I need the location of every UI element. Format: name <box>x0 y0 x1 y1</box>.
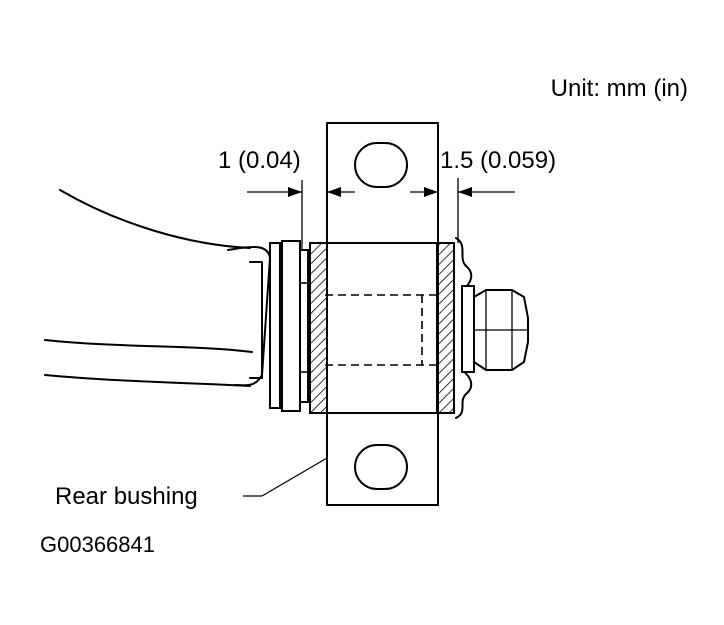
dimension-left <box>247 180 355 250</box>
rear-bushing <box>300 242 455 414</box>
left-washer <box>269 240 309 412</box>
unit-label: Unit: mm (in) <box>551 75 688 102</box>
dimension-left-label: 1 (0.04) <box>218 147 301 174</box>
dimension-right <box>410 178 515 243</box>
rear-bushing-label: Rear bushing <box>55 483 198 510</box>
callout-leader <box>243 457 328 497</box>
dimension-right-label: 1.5 (0.059) <box>440 147 556 174</box>
figure-code: G00366841 <box>40 532 155 557</box>
control-arm <box>44 189 271 387</box>
nut-assembly <box>455 237 529 419</box>
